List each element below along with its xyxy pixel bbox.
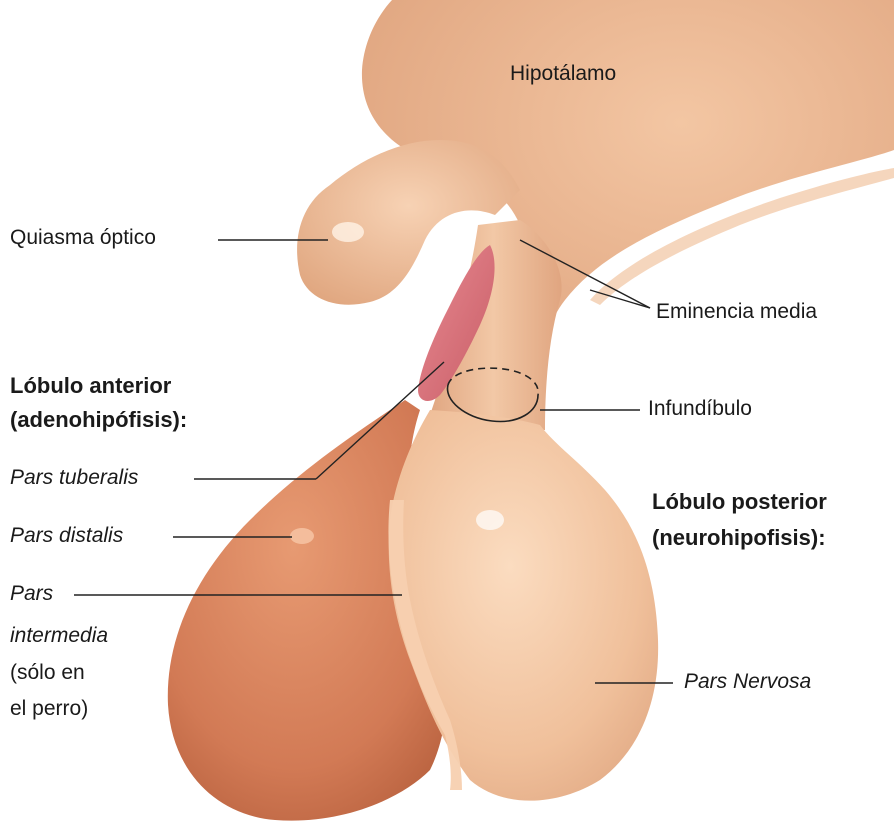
label-lobulo-anterior-1: Lóbulo anterior [10,370,171,402]
label-lobulo-posterior-2: (neurohipofisis): [652,522,826,554]
anterior-lobe-highlight [290,528,314,544]
optic-chiasm-highlight [332,222,364,242]
label-pars-tuberalis: Pars tuberalis [10,466,138,490]
label-pars-intermedia-3: (sólo en [10,661,85,685]
label-quiasma-optico: Quiasma óptico [10,226,156,250]
label-hipotalamo: Hipotálamo [510,62,616,86]
label-pars-distalis: Pars distalis [10,524,123,548]
label-pars-intermedia-4: el perro) [10,697,88,721]
posterior-lobe-highlight [476,510,504,530]
label-pars-intermedia-1: Pars [10,582,53,606]
label-lobulo-posterior-1: Lóbulo posterior [652,486,827,518]
label-pars-intermedia-2: intermedia [10,624,108,648]
label-lobulo-anterior-2: (adenohipófisis): [10,404,187,436]
label-infundibulo: Infundíbulo [648,397,752,421]
label-eminencia-media: Eminencia media [656,300,817,324]
label-pars-nervosa: Pars Nervosa [684,670,811,694]
